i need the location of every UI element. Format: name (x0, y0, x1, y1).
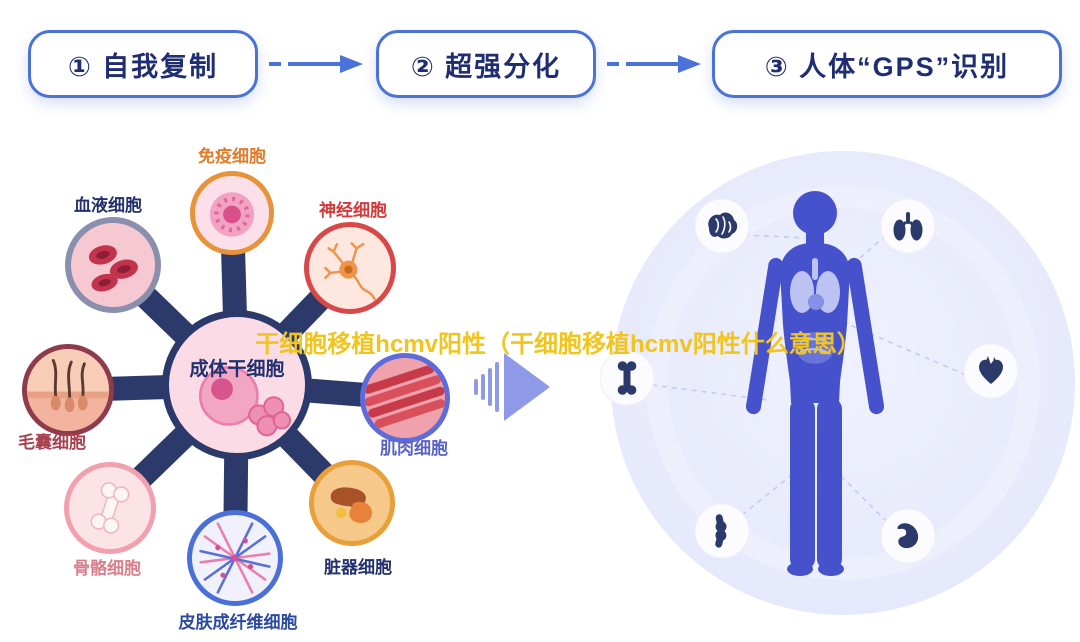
lungs-icon-circle (880, 198, 936, 254)
organ-cell-label: 脏器细胞 (324, 558, 392, 577)
stomach-icon (897, 523, 919, 549)
bone-icon (617, 361, 637, 395)
muscle-cell-circle (360, 353, 450, 443)
center-stem-cell-circle (162, 310, 312, 460)
lungs-icon (893, 212, 923, 241)
step-3-label: ③ 人体“GPS”识别 (764, 51, 1010, 82)
organ-cell-circle (309, 460, 395, 546)
inner-organs-illustration (790, 258, 840, 364)
bone-cell-illustration (90, 482, 130, 534)
brain-icon (708, 212, 738, 239)
heart-icon (979, 356, 1003, 384)
joint-icon (715, 514, 727, 548)
blood-cell-circle (65, 217, 161, 313)
skin-fibroblast-circle (187, 510, 283, 606)
hair-follicle-illustration (27, 359, 109, 431)
organ-cell-illustration (330, 487, 372, 523)
muscle-cell-illustration (365, 364, 445, 429)
blood-cell-label: 血液细胞 (74, 196, 142, 215)
panel-background-circle (611, 151, 1075, 615)
center-cell-label: 成体干细胞 (189, 359, 285, 380)
skin-fibroblast-illustration (199, 522, 271, 594)
human-body-panel (600, 151, 1075, 615)
bone-cell-circle (64, 462, 156, 554)
stem-cell-illustration (198, 365, 292, 437)
bone-cell-label: 骨骼细胞 (73, 559, 141, 578)
step-arrow-1-icon (269, 55, 363, 73)
nerve-cell-label: 神经细胞 (319, 201, 387, 220)
immune-cell-label: 免疫细胞 (198, 147, 266, 166)
dashed-connector-lines (651, 234, 967, 523)
immune-cell-illustration (209, 192, 255, 237)
hair-follicle-cell-label: 毛囊细胞 (18, 433, 86, 452)
hair-follicle-cell-circle (22, 344, 114, 436)
step-pill-gps-recognition: ③ 人体“GPS”识别 (712, 30, 1062, 98)
nerve-cell-circle (304, 222, 396, 314)
step-arrow-2-icon (607, 55, 701, 73)
flow-arrow-icon (474, 353, 550, 421)
watermark-text: 干细胞移植hcmv阳性（干细胞移植hcmv阳性什么意思） (255, 331, 861, 358)
skin-fibroblast-label: 皮肤成纤维细胞 (178, 613, 298, 632)
step-1-label: ① 自我复制 (67, 51, 219, 82)
muscle-cell-label: 肌肉细胞 (380, 439, 448, 458)
immune-cell-circle (190, 171, 274, 255)
nerve-cell-illustration (324, 242, 376, 301)
step-pill-differentiation: ② 超强分化 (376, 30, 596, 98)
step-2-label: ② 超强分化 (410, 51, 562, 82)
blood-cell-illustration (88, 245, 138, 292)
step-pill-self-renewal: ① 自我复制 (28, 30, 258, 98)
